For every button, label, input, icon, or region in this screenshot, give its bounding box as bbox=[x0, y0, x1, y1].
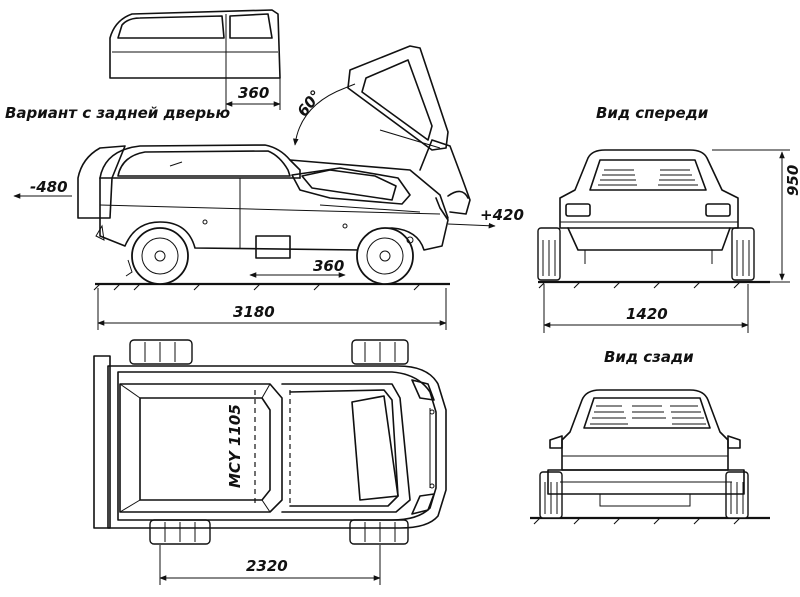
rear-door-variant-drawing bbox=[109, 9, 281, 110]
rear-extension-dimension: -480 bbox=[30, 178, 68, 196]
front-view-drawing bbox=[537, 149, 790, 333]
door-width-dimension: 360 bbox=[238, 84, 269, 102]
rear-door-variant-title: Вариант с задней дверью bbox=[5, 104, 231, 122]
rear-view-title: Вид сзади bbox=[604, 348, 694, 366]
top-view-drawing bbox=[93, 339, 447, 585]
width-dimension: 1420 bbox=[626, 305, 668, 323]
side-view-drawing bbox=[13, 45, 496, 330]
front-extension-dimension: +420 bbox=[480, 206, 524, 224]
plate-label: MCY 1105 bbox=[226, 404, 244, 488]
hood-angle-dimension: 60° bbox=[294, 87, 326, 120]
length-dimension: 3180 bbox=[233, 303, 275, 321]
rear-view-drawing bbox=[530, 389, 770, 525]
wheelbase-dimension: 2320 bbox=[246, 557, 288, 575]
height-dimension: 950 bbox=[784, 165, 800, 196]
side-door-dimension: 360 bbox=[313, 257, 344, 275]
front-view-title: Вид спереди bbox=[596, 104, 709, 122]
